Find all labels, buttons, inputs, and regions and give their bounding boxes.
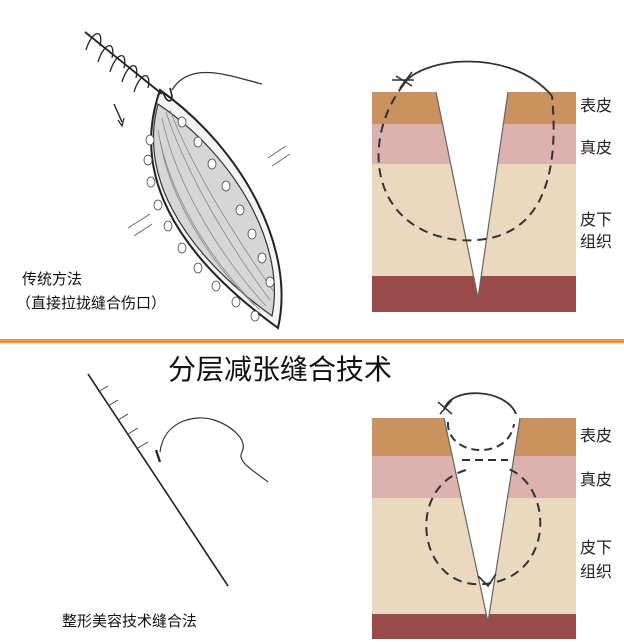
- subcutaneous-label-top-1: 皮下: [580, 210, 613, 229]
- closed-suture-line: [84, 31, 163, 95]
- traditional-caption-line1: 传统方法: [22, 270, 83, 288]
- direction-arrow: [113, 103, 123, 123]
- stitch-loops: [85, 33, 150, 93]
- surface-suture-loop: [443, 392, 517, 415]
- wound-edges: [443, 417, 521, 623]
- cosmetic-cross-section: [372, 392, 576, 639]
- page-title: 分层减张缝合技术: [168, 353, 393, 386]
- wound-gap: [444, 418, 520, 622]
- fine-thread: [159, 417, 269, 483]
- subcutaneous-label-bottom-2: 组织: [580, 562, 613, 581]
- epidermis-label-top: 表皮: [580, 96, 613, 115]
- fine-suture-line: [87, 373, 229, 587]
- suture-loop: [403, 60, 553, 97]
- panel-divider: [0, 339, 624, 343]
- deep-layer: [372, 276, 576, 312]
- wound-gap: [436, 92, 508, 298]
- traditional-caption-line2: （直接拉拢缝合伤口）: [16, 294, 167, 312]
- fine-needle: [154, 449, 162, 463]
- surface-knot: [437, 399, 453, 415]
- dermis-label-bottom: 真皮: [580, 470, 613, 489]
- subcutaneous-label-top-2: 组织: [580, 232, 613, 251]
- deep-suture: [425, 467, 542, 586]
- suture-thread: [171, 71, 263, 91]
- cosmetic-suture-illustration: [87, 373, 269, 587]
- needle: [162, 87, 173, 102]
- fine-stitch-marks: [97, 385, 149, 449]
- deep-knot: [477, 573, 497, 588]
- dashed-suture-path: [377, 83, 555, 242]
- fat-lobules: [143, 116, 275, 322]
- wound-fibers: [157, 109, 275, 311]
- subcutaneous-label-bottom-1: 皮下: [580, 538, 613, 557]
- traditional-wound-illustration: [84, 31, 291, 330]
- wound-edges: [435, 91, 509, 299]
- deep-layer: [372, 614, 576, 639]
- cosmetic-caption: 整形美容技术缝合法: [62, 612, 198, 630]
- dermal-suture: [446, 421, 515, 451]
- dermis-label-top: 真皮: [580, 138, 613, 157]
- skin-tension-marks: [127, 145, 291, 237]
- traditional-cross-section: [372, 60, 576, 312]
- epidermis-label-bottom: 表皮: [580, 426, 613, 445]
- knot: [392, 71, 414, 89]
- arrow-head: [117, 117, 125, 128]
